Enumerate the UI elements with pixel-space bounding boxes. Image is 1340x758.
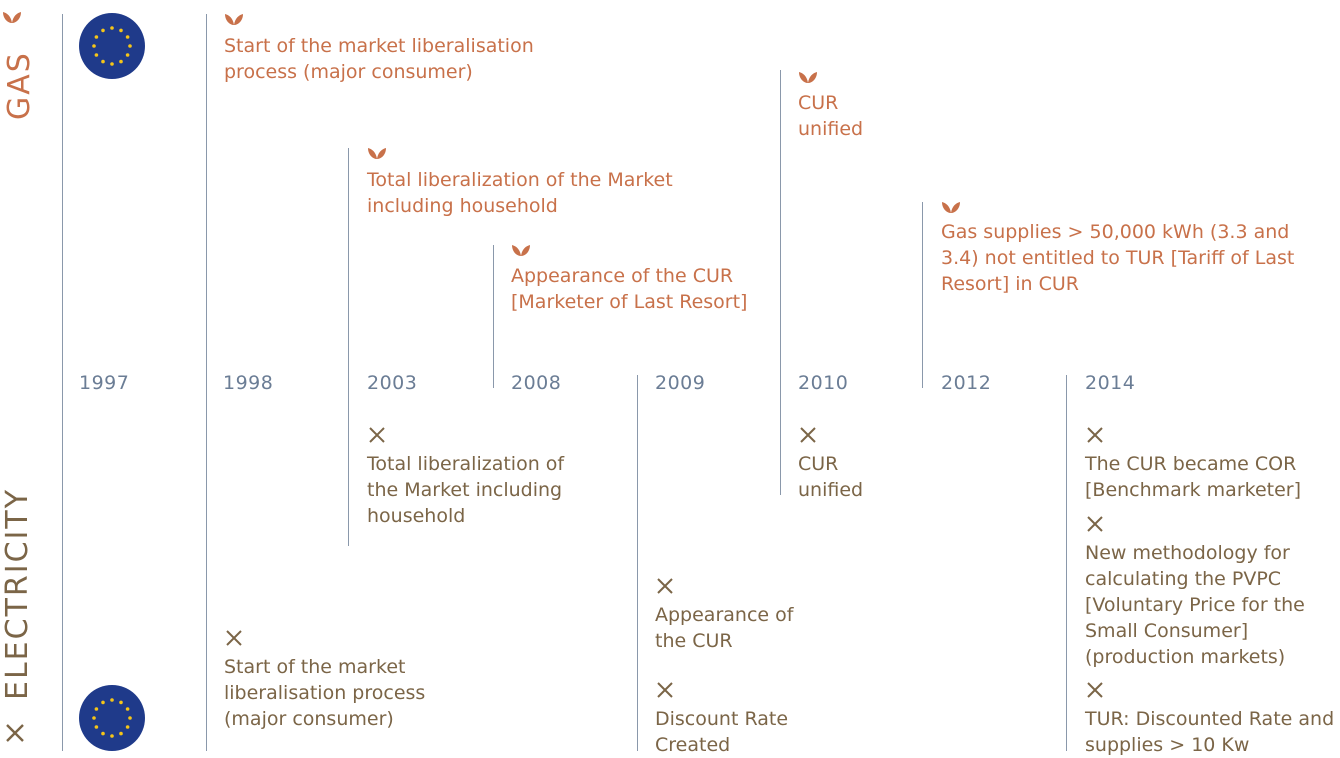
cross-icon (226, 630, 242, 646)
gas-label-text: GAS (2, 51, 37, 120)
electricity-side-label: ELECTRICITY (0, 488, 35, 700)
leaf-icon (225, 14, 243, 25)
electricity-event-2014-pvpc: New methodology for calculating the PVPC… (1085, 542, 1305, 668)
gas-event-2012: Gas supplies > 50,000 kWh (3.3 and 3.4) … (941, 221, 1295, 295)
year-label: 2008 (511, 372, 562, 394)
cross-icon (369, 427, 385, 443)
timeline-line-1998 (206, 14, 207, 751)
year-label: 2003 (367, 372, 418, 394)
gas-event-2008: Appearance of the CUR [Marketer of Last … (511, 265, 748, 313)
cross-icon (1087, 682, 1103, 698)
electricity-event-2014-tur: TUR: Discounted Rate and supplies > 10 K… (1085, 708, 1335, 756)
year-label: 2009 (655, 372, 706, 394)
electricity-event-2009-cur: Appearance of the CUR (655, 604, 794, 652)
left-divider (62, 14, 63, 751)
leaf-icon (799, 72, 817, 83)
year-label: 1997 (79, 372, 130, 394)
cross-icon (657, 578, 673, 594)
timeline-line-2003 (348, 148, 349, 546)
leaf-icon (368, 148, 386, 159)
eu-flag-icon (79, 685, 145, 751)
electricity-event-2009-discount: Discount Rate Created (655, 708, 789, 756)
electricity-event-2014-cor: The CUR became COR [Benchmark marketer] (1085, 453, 1302, 501)
gas-side-label: GAS (2, 51, 37, 120)
eu-flag-icon (79, 13, 145, 79)
timeline-line-2008 (493, 245, 494, 388)
cross-icon (657, 682, 673, 698)
year-label: 2010 (798, 372, 849, 394)
cross-icon (6, 724, 24, 742)
electricity-event-2003: Total liberalization of the Market inclu… (367, 453, 565, 527)
year-label: 2014 (1085, 372, 1136, 394)
electricity-label-text: ELECTRICITY (0, 487, 35, 700)
leaf-icon (512, 245, 530, 256)
electricity-event-2010: CUR unified (798, 453, 864, 501)
gas-event-2010: CUR unified (798, 92, 864, 140)
year-label: 1998 (223, 372, 274, 394)
leaf-icon (942, 202, 960, 213)
electricity-event-1998: Start of the market liberalisation proce… (224, 656, 426, 730)
timeline-line-2010 (780, 70, 781, 495)
timeline-line-2012 (922, 202, 923, 388)
gas-event-1998: Start of the market liberalisation proce… (224, 35, 534, 83)
timeline-line-2009 (637, 375, 638, 751)
leaf-icon (3, 12, 21, 23)
cross-icon (800, 427, 816, 443)
year-label: 2012 (941, 372, 992, 394)
timeline-line-2014 (1066, 375, 1067, 751)
cross-icon (1087, 427, 1103, 443)
cross-icon (1087, 516, 1103, 532)
gas-event-2003: Total liberalization of the Market inclu… (367, 169, 673, 217)
